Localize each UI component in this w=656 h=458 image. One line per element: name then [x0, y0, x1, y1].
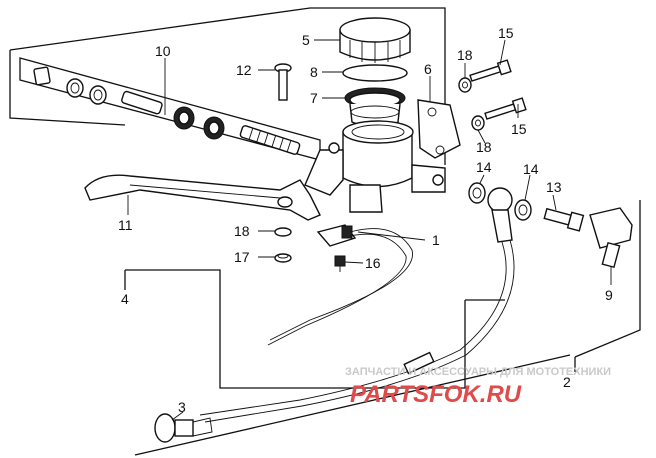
watermark-tagline: ЗАПЧАСТИ И АКСЕССУАРЫ ДЛЯ МОТОТЕХНИКИ [345, 366, 611, 378]
master-cylinder-body [304, 120, 446, 213]
clutch-switch [267, 224, 413, 346]
pivot-bolt [274, 63, 292, 101]
washer-18-upper [458, 77, 472, 93]
callout-15-upper: 15 [498, 25, 514, 41]
reservoir-cap [339, 17, 411, 63]
callout-17: 17 [234, 249, 250, 265]
callout-4: 4 [121, 291, 129, 307]
callout-5: 5 [302, 32, 310, 48]
callout-6: 6 [424, 61, 432, 77]
cap-plate [342, 64, 408, 82]
screw-16 [334, 255, 346, 272]
bolt-15-upper [469, 59, 512, 82]
callout-11: 11 [118, 217, 133, 233]
watermark-brand: PARTSFOK.RU [350, 381, 522, 408]
assembly-frame [9, 7, 641, 456]
callout-14-right: 14 [523, 161, 539, 177]
callout-15-lower: 15 [511, 121, 527, 137]
sealing-washer-14-right [514, 199, 532, 221]
hose-joint [589, 207, 633, 269]
bolt-15-lower [484, 97, 527, 120]
callout-9: 9 [605, 287, 613, 303]
callout-13: 13 [546, 179, 562, 195]
o-ring-18 [274, 227, 292, 237]
washer-18-lower [471, 115, 485, 131]
callout-14-left: 14 [476, 159, 492, 175]
callout-18-upper: 18 [457, 47, 473, 63]
callout-2: 2 [563, 374, 571, 390]
o-ring-17 [274, 253, 292, 263]
watermark: ЗАПЧАСТИ И АКСЕССУАРЫ ДЛЯ МОТОТЕХНИКИ PA… [345, 366, 611, 408]
callout-3: 3 [178, 399, 186, 415]
leader-lines [127, 39, 612, 421]
piston-kit-strip [19, 57, 321, 161]
clutch-lever [84, 174, 321, 221]
callout-labels: 1 2 3 4 5 6 7 8 9 10 11 12 13 14 14 15 1… [118, 25, 613, 415]
callout-18-lower: 18 [476, 139, 492, 155]
callout-7: 7 [310, 90, 318, 106]
callout-8: 8 [310, 64, 318, 80]
clutch-hose [199, 239, 515, 423]
callout-16: 16 [365, 255, 381, 271]
callout-18-left: 18 [234, 223, 250, 239]
banjo-bolt [543, 207, 585, 232]
hose-fitting [487, 187, 513, 243]
hose-end-3 [154, 413, 213, 443]
sealing-washer-14-left [468, 182, 486, 204]
callout-1: 1 [432, 232, 440, 248]
clamp-holder [417, 99, 461, 159]
callout-10: 10 [155, 43, 171, 59]
callout-12: 12 [236, 62, 252, 78]
